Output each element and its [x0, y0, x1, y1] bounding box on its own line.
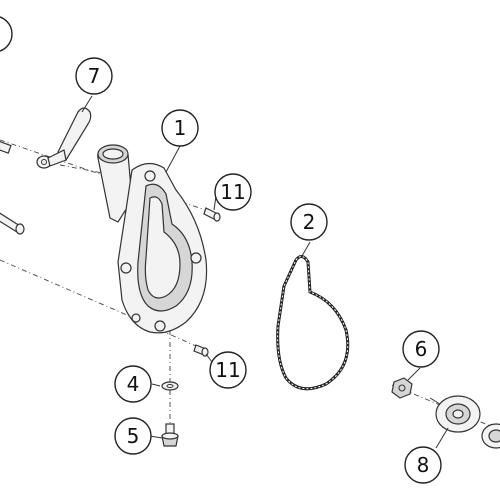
part-11-pin-lower	[193, 344, 209, 357]
callout-6-label: 6	[415, 337, 428, 361]
part-1-pump-cover	[97, 144, 208, 334]
callout-4-label: 4	[127, 372, 140, 396]
leader-lines	[81, 95, 449, 449]
callout-2: 2	[290, 203, 328, 241]
clipped-callout-circle	[0, 16, 13, 52]
callout-5: 5	[114, 417, 152, 455]
callout-1-label: 1	[174, 116, 187, 140]
callout-1: 1	[161, 109, 199, 147]
callout-11-lower-label: 11	[215, 358, 240, 382]
callout-7: 7	[75, 57, 113, 95]
callout-7-label: 7	[88, 64, 101, 88]
callout-4: 4	[114, 365, 152, 403]
part-6-nut	[391, 377, 413, 399]
callout-11-lower: 11	[209, 351, 247, 389]
callout-11-upper-label: 11	[220, 180, 245, 204]
part-4-washer	[161, 381, 179, 391]
left-bolt-lower	[0, 212, 25, 235]
part-11-pin-upper	[203, 207, 221, 222]
callout-8: 8	[404, 446, 442, 484]
callout-11-upper: 11	[214, 173, 252, 211]
part-seal-ring	[481, 423, 500, 449]
part-7-bracket	[36, 107, 92, 169]
part-8-impeller	[429, 395, 481, 433]
part-2-gasket	[276, 255, 350, 391]
callout-8-label: 8	[417, 453, 430, 477]
callout-2-label: 2	[303, 210, 316, 234]
callout-6: 6	[402, 330, 440, 368]
part-5-drain-screw	[161, 423, 179, 447]
left-bolt-upper	[0, 140, 12, 154]
callout-5-label: 5	[127, 424, 140, 448]
